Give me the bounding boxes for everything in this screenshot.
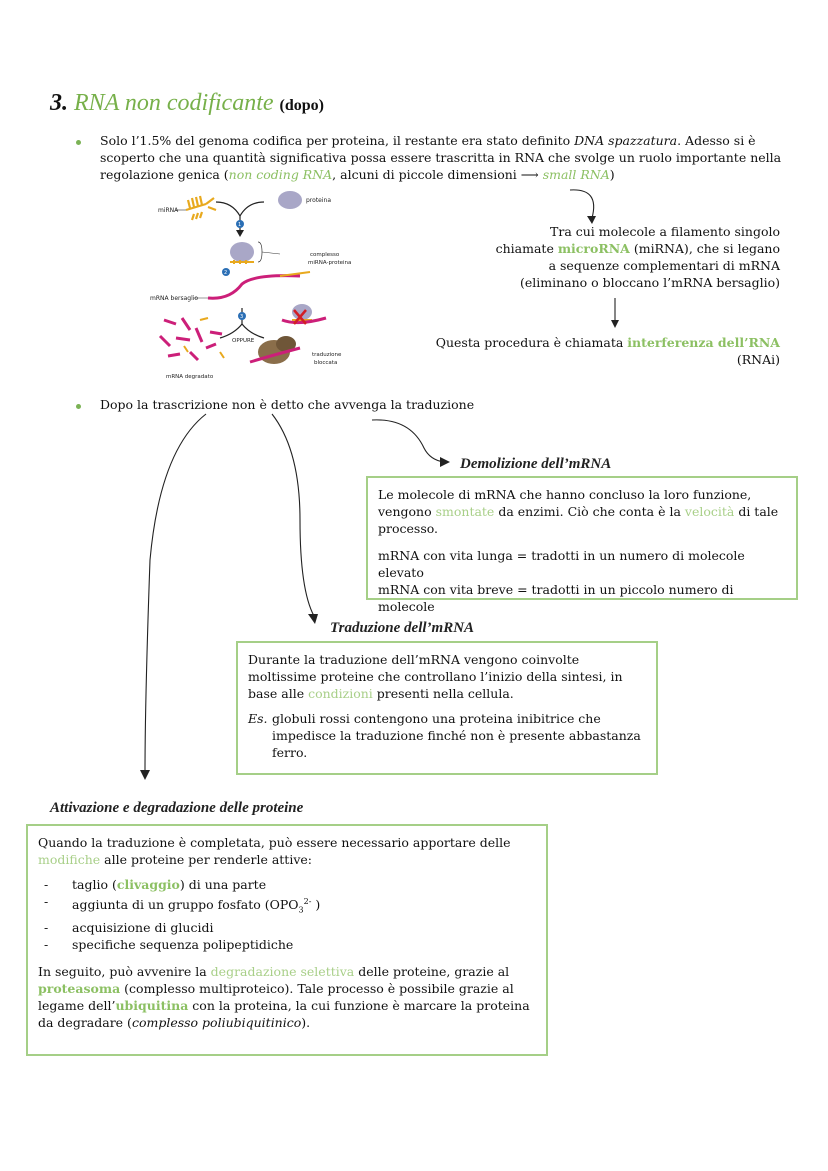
list-item: aggiunta di un gruppo fosfato (OPO32- ) [38, 893, 536, 919]
attivazione-paragraph: Quando la traduzione è completata, può e… [38, 835, 511, 867]
intro-text: ) [609, 167, 615, 182]
complex-mirna [230, 260, 254, 264]
down-arrow-icon [611, 298, 619, 328]
diagram-label-complesso2: miRNA-proteina [308, 260, 351, 266]
ncrna-term: non coding RNA [228, 167, 333, 182]
diagram-label-mrna-bersaglio: mRNA bersaglio [150, 295, 198, 302]
small-rna-term: small RNA [542, 167, 610, 182]
diagram-step-3 [238, 312, 246, 320]
protein-shape [278, 191, 302, 209]
section-heading: 3. RNA non codificante (dopo) [50, 90, 324, 117]
modifiche-term: modifiche [38, 852, 101, 867]
clivaggio-term: clivaggio [116, 877, 180, 892]
traduzione-box: Durante la traduzione dell’mRNA vengono … [236, 641, 658, 775]
list-item: acquisizione di glucidi [38, 919, 536, 936]
degradazione-term: degradazione selettiva [210, 963, 355, 979]
demolizione-title: Demolizione dell’mRNA [460, 456, 612, 472]
mirna-hairpin [185, 195, 217, 221]
mirna-term: microRNA [557, 241, 630, 256]
mirna-note-line: Tra cui molecole a filamento singolo [550, 224, 780, 239]
poliubiquitinico-term: complesso poliubiquitinico [131, 1014, 302, 1030]
attivazione-box: Quando la traduzione è completata, può e… [26, 824, 548, 1056]
list-item: taglio (clivaggio) di una parte [38, 876, 536, 893]
traduzione-example: Es. globuli rossi contengono una protein… [248, 710, 646, 761]
intro-text: . Adesso si è scoperto che una quantità … [100, 133, 782, 182]
rnai-term: interferenza dell’RNA [627, 335, 780, 350]
mrna-fragments [158, 317, 223, 362]
curved-arrow-icon [569, 189, 596, 224]
bullet-dot [76, 404, 81, 409]
attivazione-title: Attivazione e degradazione delle protein… [50, 800, 304, 816]
list-item: specifiche sequenza polipeptidiche [38, 936, 536, 953]
mrna-strand [207, 274, 301, 300]
velocita-term: velocità [684, 504, 735, 519]
rnai-note: Questa procedura è chiamata interferenza… [435, 335, 780, 367]
diagram-step-3-label: 3 [240, 314, 243, 320]
diagram-label-traduzione: traduzione [312, 352, 342, 358]
section-title: RNA non codificante [74, 90, 274, 116]
attivazione-paragraph-2: In seguito, può avvenire la degradazione… [38, 963, 530, 1030]
demolizione-paragraph: Le molecole di mRNA che hanno concluso l… [378, 487, 779, 536]
demolizione-line: mRNA con vita breve = tradotti in un pic… [378, 582, 734, 614]
mirna-note-line: chiamate microRNA (miRNA), che si legano [495, 241, 780, 256]
bullet-dot [76, 140, 81, 145]
bullet2-text: Dopo la trascrizione non è detto che avv… [100, 397, 475, 412]
modifiche-list: taglio (clivaggio) di una parte aggiunta… [38, 876, 536, 953]
intro-text: , alcuni di piccole dimensioni [332, 167, 521, 182]
diagram-step-2 [222, 268, 230, 276]
mirna-note-line: a sequenze complementari di mRNA [548, 258, 780, 273]
diagram-label-complesso: complesso [310, 252, 340, 258]
mirna-note: Tra cui molecole a filamento singolo chi… [440, 223, 780, 291]
example-label: Es. [248, 711, 268, 726]
diagram-label-mirna: miRNA [158, 207, 179, 214]
diagram-label-oppure: OPPURE [232, 338, 255, 344]
arrow-icon: ⟶ [520, 167, 539, 182]
diagram-label-bloccata: bloccata [314, 360, 337, 366]
section-suffix: (dopo) [279, 97, 324, 114]
mirna-diagram: miRNA 1 proteina complesso miRNA-protein… [150, 191, 351, 380]
ubiquitina-term: ubiquitina [115, 997, 189, 1013]
example-text: globuli rossi contengono una proteina in… [272, 711, 641, 760]
diagram-step-2-label: 2 [224, 270, 227, 276]
traduzione-paragraph: Durante la traduzione dell’mRNA vengono … [248, 652, 623, 701]
diagram-step-1 [236, 220, 244, 228]
intro-text: Solo l’1.5% del genoma codifica per prot… [100, 133, 575, 148]
proteasoma-term: proteasoma [38, 980, 121, 996]
smontate-term: smontate [435, 504, 495, 519]
intro-paragraph: Solo l’1.5% del genoma codifica per prot… [100, 132, 790, 183]
mirna-note-line: (eliminano o bloccano l’mRNA bersaglio) [519, 275, 780, 290]
condizioni-term: condizioni [308, 686, 373, 701]
diagram-label-mrna-degradato: mRNA degradato [166, 374, 214, 380]
diagram-label-proteina: proteina [306, 197, 331, 204]
section-number: 3. [50, 90, 68, 116]
demolizione-line: mRNA con vita lunga = tradotti in un num… [378, 548, 745, 580]
dna-term: DNA spazzatura [574, 133, 678, 148]
diagram-step-1-label: 1 [238, 222, 241, 228]
demolizione-box: Le molecole di mRNA che hanno concluso l… [366, 476, 798, 614]
traduzione-title: Traduzione dell’mRNA [330, 620, 475, 636]
